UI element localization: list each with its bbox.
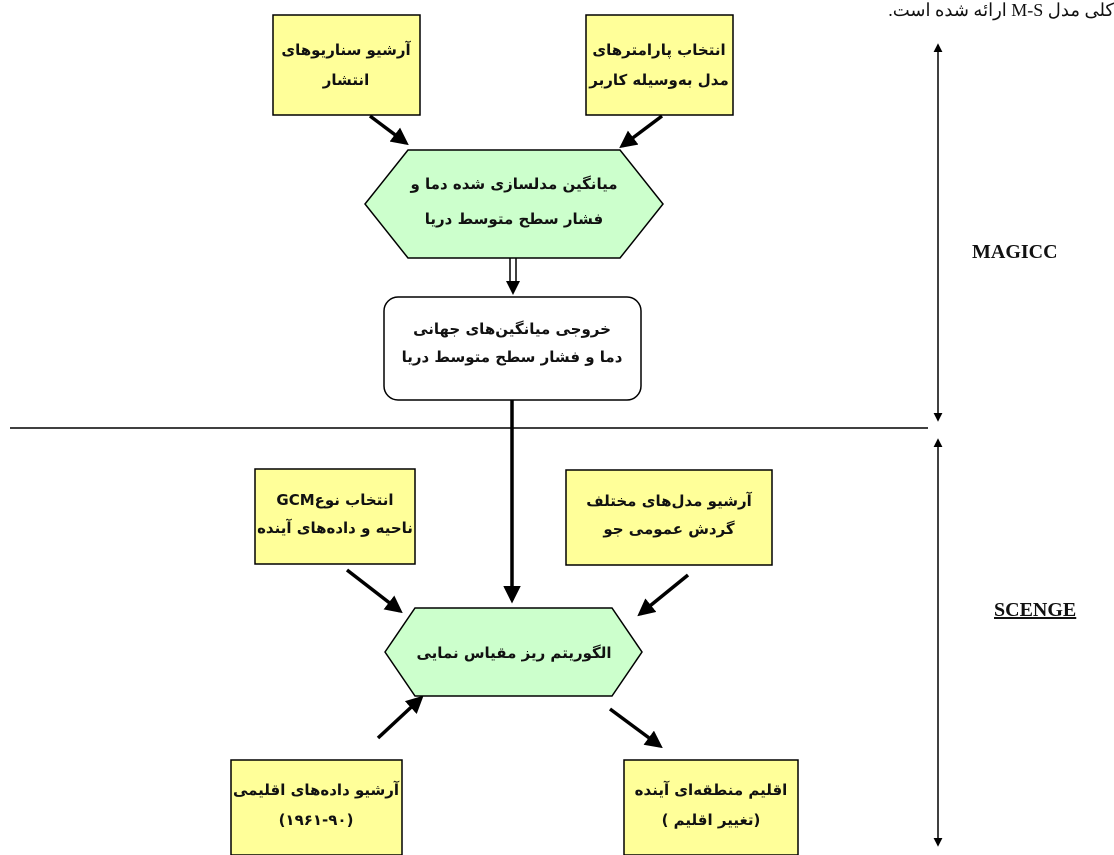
gcm-archive-line-1: آرشیو مدل‌های مختلف: [586, 492, 752, 510]
global-output-line-1: خروجی میانگین‌های جهانی: [413, 320, 611, 338]
global-output-box: خروجی میانگین‌های جهانی دما و فشار سطح م…: [383, 296, 642, 401]
scenge-label: SCENGE: [994, 599, 1076, 621]
gcm-archive-box: آرشیو مدل‌های مختلف گردش عمومی جو: [565, 469, 773, 566]
parameter-selection-line-1: انتخاب پارامترهای: [592, 41, 725, 60]
arrow-gcm-selection-to-downscaling: [345, 568, 403, 614]
modeled-mean-line-1: میانگین مدلسازی شده دما و: [410, 175, 618, 193]
future-climate-line-1: اقلیم منطقه‌ای آینده: [635, 781, 788, 799]
global-output-line-2: دما و فشار سطح متوسط دریا: [402, 348, 623, 366]
scenario-archive-line-1: آرشیو سناریوهای: [281, 41, 411, 59]
climate-archive-line-1: آرشیو داده‌های اقلیمی: [233, 781, 400, 799]
climate-archive-box: آرشیو داده‌های اقلیمی (۱۹۶۱-۹۰): [230, 759, 403, 855]
parameter-selection-box: انتخاب پارامترهای مدل به‌وسیله کاربر: [585, 14, 734, 116]
gcm-selection-line-2: ناحیه و داده‌های آینده: [257, 519, 413, 537]
climate-archive-line-2: (۱۹۶۱-۹۰): [279, 811, 354, 829]
future-climate-box: اقلیم منطقه‌ای آینده (تغییر اقلیم ): [623, 759, 799, 855]
modeled-mean-line-2: فشار سطح متوسط دریا: [425, 210, 603, 228]
magicc-label: MAGICC: [972, 241, 1058, 263]
double-arrow-down: [506, 258, 520, 295]
arrow-gcm-archive-to-downscaling: [637, 573, 690, 617]
top-caption: کلی مدل M-S ارائه شده است.: [888, 0, 1114, 20]
arrow-scenario-to-mean: [368, 114, 409, 146]
gcm-selection-box: انتخاب نوعGCM ناحیه و داده‌های آینده: [254, 468, 416, 565]
scenario-archive-box: آرشیو سناریوهای انتشار: [272, 14, 421, 116]
future-climate-line-2: (تغییر اقلیم ): [662, 811, 761, 829]
scenario-archive-line-2: انتشار: [322, 71, 369, 89]
arrow-downscaling-to-future-climate: [608, 707, 663, 749]
downscaling-hexagon: الگوریتم ریز مقیاس نمایی: [384, 607, 643, 697]
arrow-climate-archive-to-downscaling: [376, 695, 424, 740]
arrow-params-to-mean: [619, 114, 664, 149]
modeled-mean-hexagon: میانگین مدلسازی شده دما و فشار سطح متوسط…: [364, 149, 664, 259]
gcm-selection-line-1: انتخاب نوعGCM: [276, 491, 393, 509]
downscaling-label: الگوریتم ریز مقیاس نمایی: [417, 644, 612, 662]
parameter-selection-line-2: مدل به‌وسیله کاربر: [588, 71, 729, 89]
gcm-archive-line-2: گردش عمومی جو: [602, 520, 735, 538]
